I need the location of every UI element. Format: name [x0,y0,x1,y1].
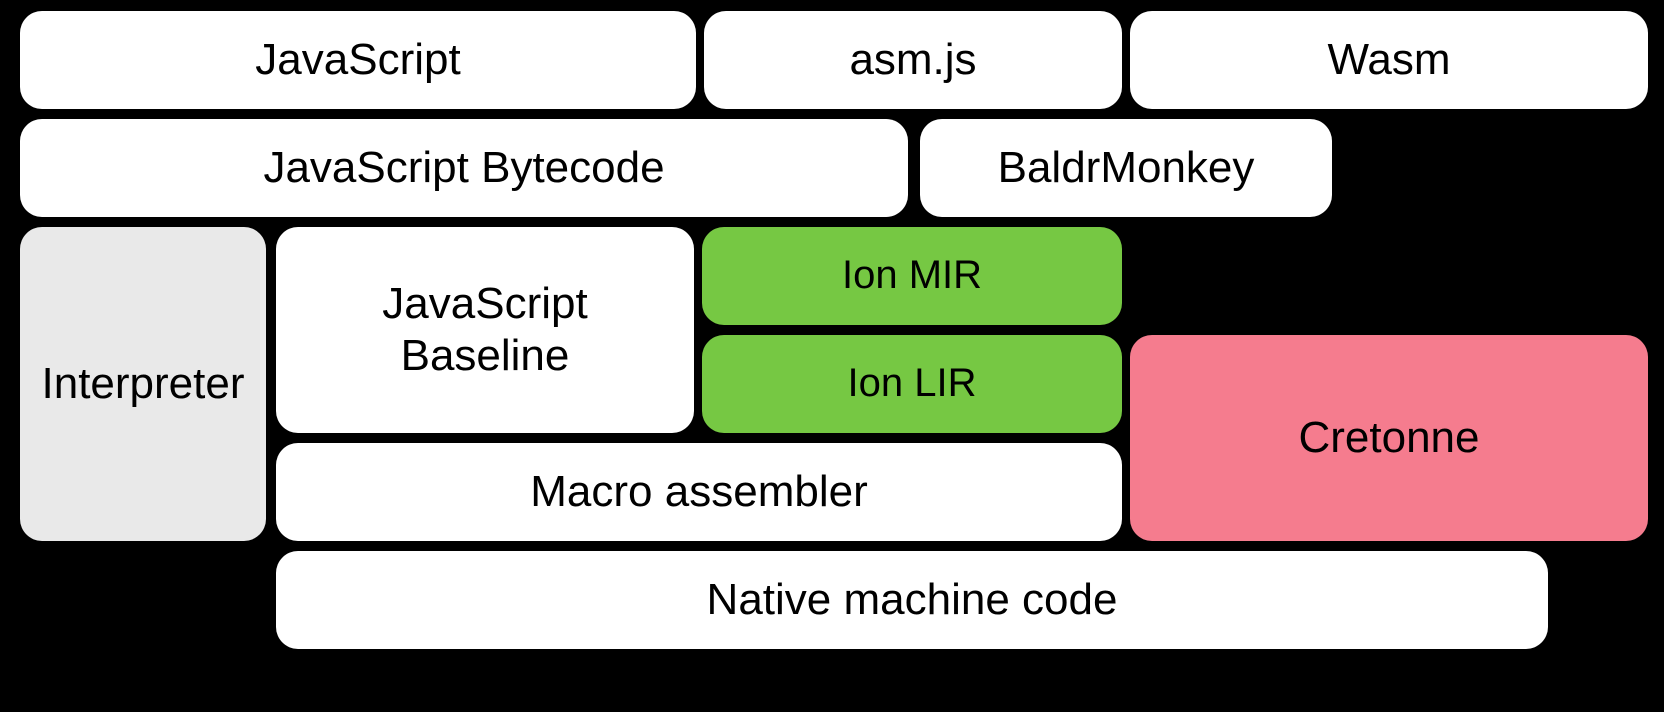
node-javascript-bytecode[interactable]: JavaScript Bytecode [20,119,908,217]
node-wasm[interactable]: Wasm [1130,11,1648,109]
node-interpreter[interactable]: Interpreter [20,227,266,541]
node-javascript[interactable]: JavaScript [20,11,696,109]
node-cretonne[interactable]: Cretonne [1130,335,1648,541]
node-javascript-baseline[interactable]: JavaScript Baseline [276,227,694,433]
node-macro-assembler[interactable]: Macro assembler [276,443,1122,541]
node-asm-js[interactable]: asm.js [704,11,1122,109]
node-ion-lir[interactable]: Ion LIR [702,335,1122,433]
node-native-machine-code[interactable]: Native machine code [276,551,1548,649]
node-baldrmonkey[interactable]: BaldrMonkey [920,119,1332,217]
node-ion-mir[interactable]: Ion MIR [702,227,1122,325]
